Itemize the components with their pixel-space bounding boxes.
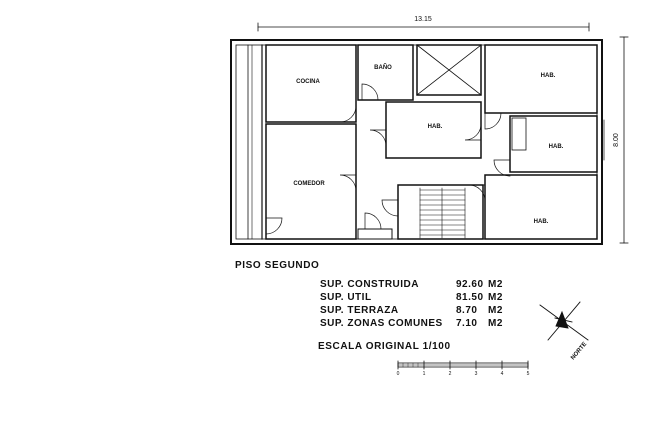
area-label: SUP. ZONAS COMUNES xyxy=(320,318,443,329)
dining-walls xyxy=(265,123,357,240)
bedroom-mid-right-walls xyxy=(509,115,598,173)
scale-text: ESCALA ORIGINAL 1/100 xyxy=(318,341,451,352)
area-unit: M2 xyxy=(488,292,503,303)
light-shaft xyxy=(416,44,482,96)
area-value: 8.70 xyxy=(456,305,478,316)
scale-tick-5: 5 xyxy=(527,371,530,377)
scale-tick-3: 3 xyxy=(475,371,478,377)
kitchen-walls xyxy=(265,44,357,123)
stair-well xyxy=(397,184,484,240)
compass-label: NORTE xyxy=(570,341,588,361)
area-value: 7.10 xyxy=(456,318,478,329)
scale-tick-2: 2 xyxy=(449,371,452,377)
area-unit: M2 xyxy=(488,305,503,316)
room-label-comedor: COMEDOR xyxy=(293,181,325,187)
door-swings xyxy=(265,83,511,235)
area-label: SUP. TERRAZA xyxy=(320,305,399,316)
scale-tick-1: 1 xyxy=(423,371,426,377)
bedroom-bottom-right-walls xyxy=(484,174,598,240)
area-unit: M2 xyxy=(488,318,503,329)
compass-rose xyxy=(539,301,589,341)
width-dimension: 13.15 xyxy=(414,16,432,23)
stair-steps xyxy=(419,187,466,239)
area-label: SUP. CONSTRUIDA xyxy=(320,279,419,290)
room-label-hab-top-right: HAB. xyxy=(541,73,556,79)
bedroom-top-right-walls xyxy=(484,44,598,114)
scale-tick-0: 0 xyxy=(397,371,400,377)
area-label: SUP. UTIL xyxy=(320,292,372,303)
scale-bar xyxy=(397,360,529,370)
room-label-cocina: COCINA xyxy=(296,79,320,85)
area-value: 81.50 xyxy=(456,292,484,303)
outer-wall xyxy=(230,39,603,245)
area-unit: M2 xyxy=(488,279,503,290)
room-label-hab-bottom-right: HAB. xyxy=(534,219,549,225)
scale-tick-4: 4 xyxy=(501,371,504,377)
area-value: 92.60 xyxy=(456,279,484,290)
bathroom-walls xyxy=(357,44,414,101)
floor-title: PISO SEGUNDO xyxy=(235,260,320,271)
room-label-bano: BAÑO xyxy=(374,64,392,71)
height-dimension: 8.00 xyxy=(613,133,620,147)
room-label-hab-center: HAB. xyxy=(428,124,443,130)
room-label-hab-mid-right: HAB. xyxy=(549,144,564,150)
center-bedroom-walls xyxy=(385,101,482,159)
